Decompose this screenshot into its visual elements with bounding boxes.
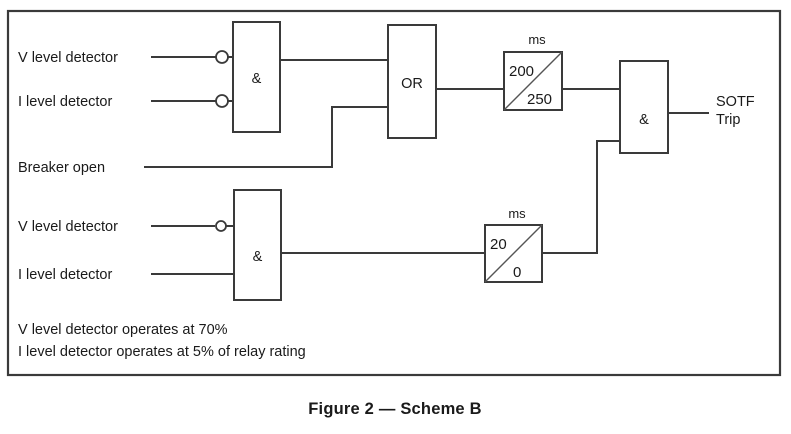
gate-and-output xyxy=(619,60,669,154)
timer-bottom-dropoff: 0 xyxy=(513,264,521,281)
label-v-level-detector-top: V level detector xyxy=(18,50,118,66)
gate-or-symbol: OR xyxy=(401,76,423,92)
gate-and-top xyxy=(232,21,281,133)
figure-caption: Figure 2 — Scheme B xyxy=(308,400,481,418)
timer-top-dropoff: 250 xyxy=(527,91,552,108)
invert-bubble-i-top xyxy=(215,94,229,108)
invert-bubble-v-top xyxy=(215,50,229,64)
label-v-level-detector-bottom: V level detector xyxy=(18,219,118,235)
invert-bubble-v-bottom xyxy=(215,220,227,232)
timer-bottom-pickup: 20 xyxy=(490,236,507,253)
timer-bottom-diagonal xyxy=(484,224,543,283)
timer-bottom-unit: ms xyxy=(508,206,526,221)
wire-timer-bottom-to-and-out xyxy=(541,140,621,254)
timer-top-unit: ms xyxy=(528,32,546,47)
label-sotf-trip-line2: Trip xyxy=(716,112,740,128)
diagram-border xyxy=(6,9,782,377)
gate-and-top-symbol: & xyxy=(252,71,262,87)
label-i-level-detector-top: I level detector xyxy=(18,94,112,110)
gate-or xyxy=(387,24,437,139)
timer-top-diagonal xyxy=(503,51,563,111)
label-breaker-open: Breaker open xyxy=(18,160,105,176)
note-i-level-detector: I level detector operates at 5% of relay… xyxy=(18,344,306,360)
timer-top-pickup: 200 xyxy=(509,63,534,80)
label-sotf-trip-line1: SOTF xyxy=(716,94,755,110)
wire-breaker-open xyxy=(144,106,389,168)
note-v-level-detector: V level detector operates at 70% xyxy=(18,322,228,338)
gate-and-output-symbol: & xyxy=(639,112,649,128)
gate-and-bottom xyxy=(233,189,282,301)
gate-and-bottom-symbol: & xyxy=(253,249,263,265)
label-i-level-detector-bottom: I level detector xyxy=(18,267,112,283)
